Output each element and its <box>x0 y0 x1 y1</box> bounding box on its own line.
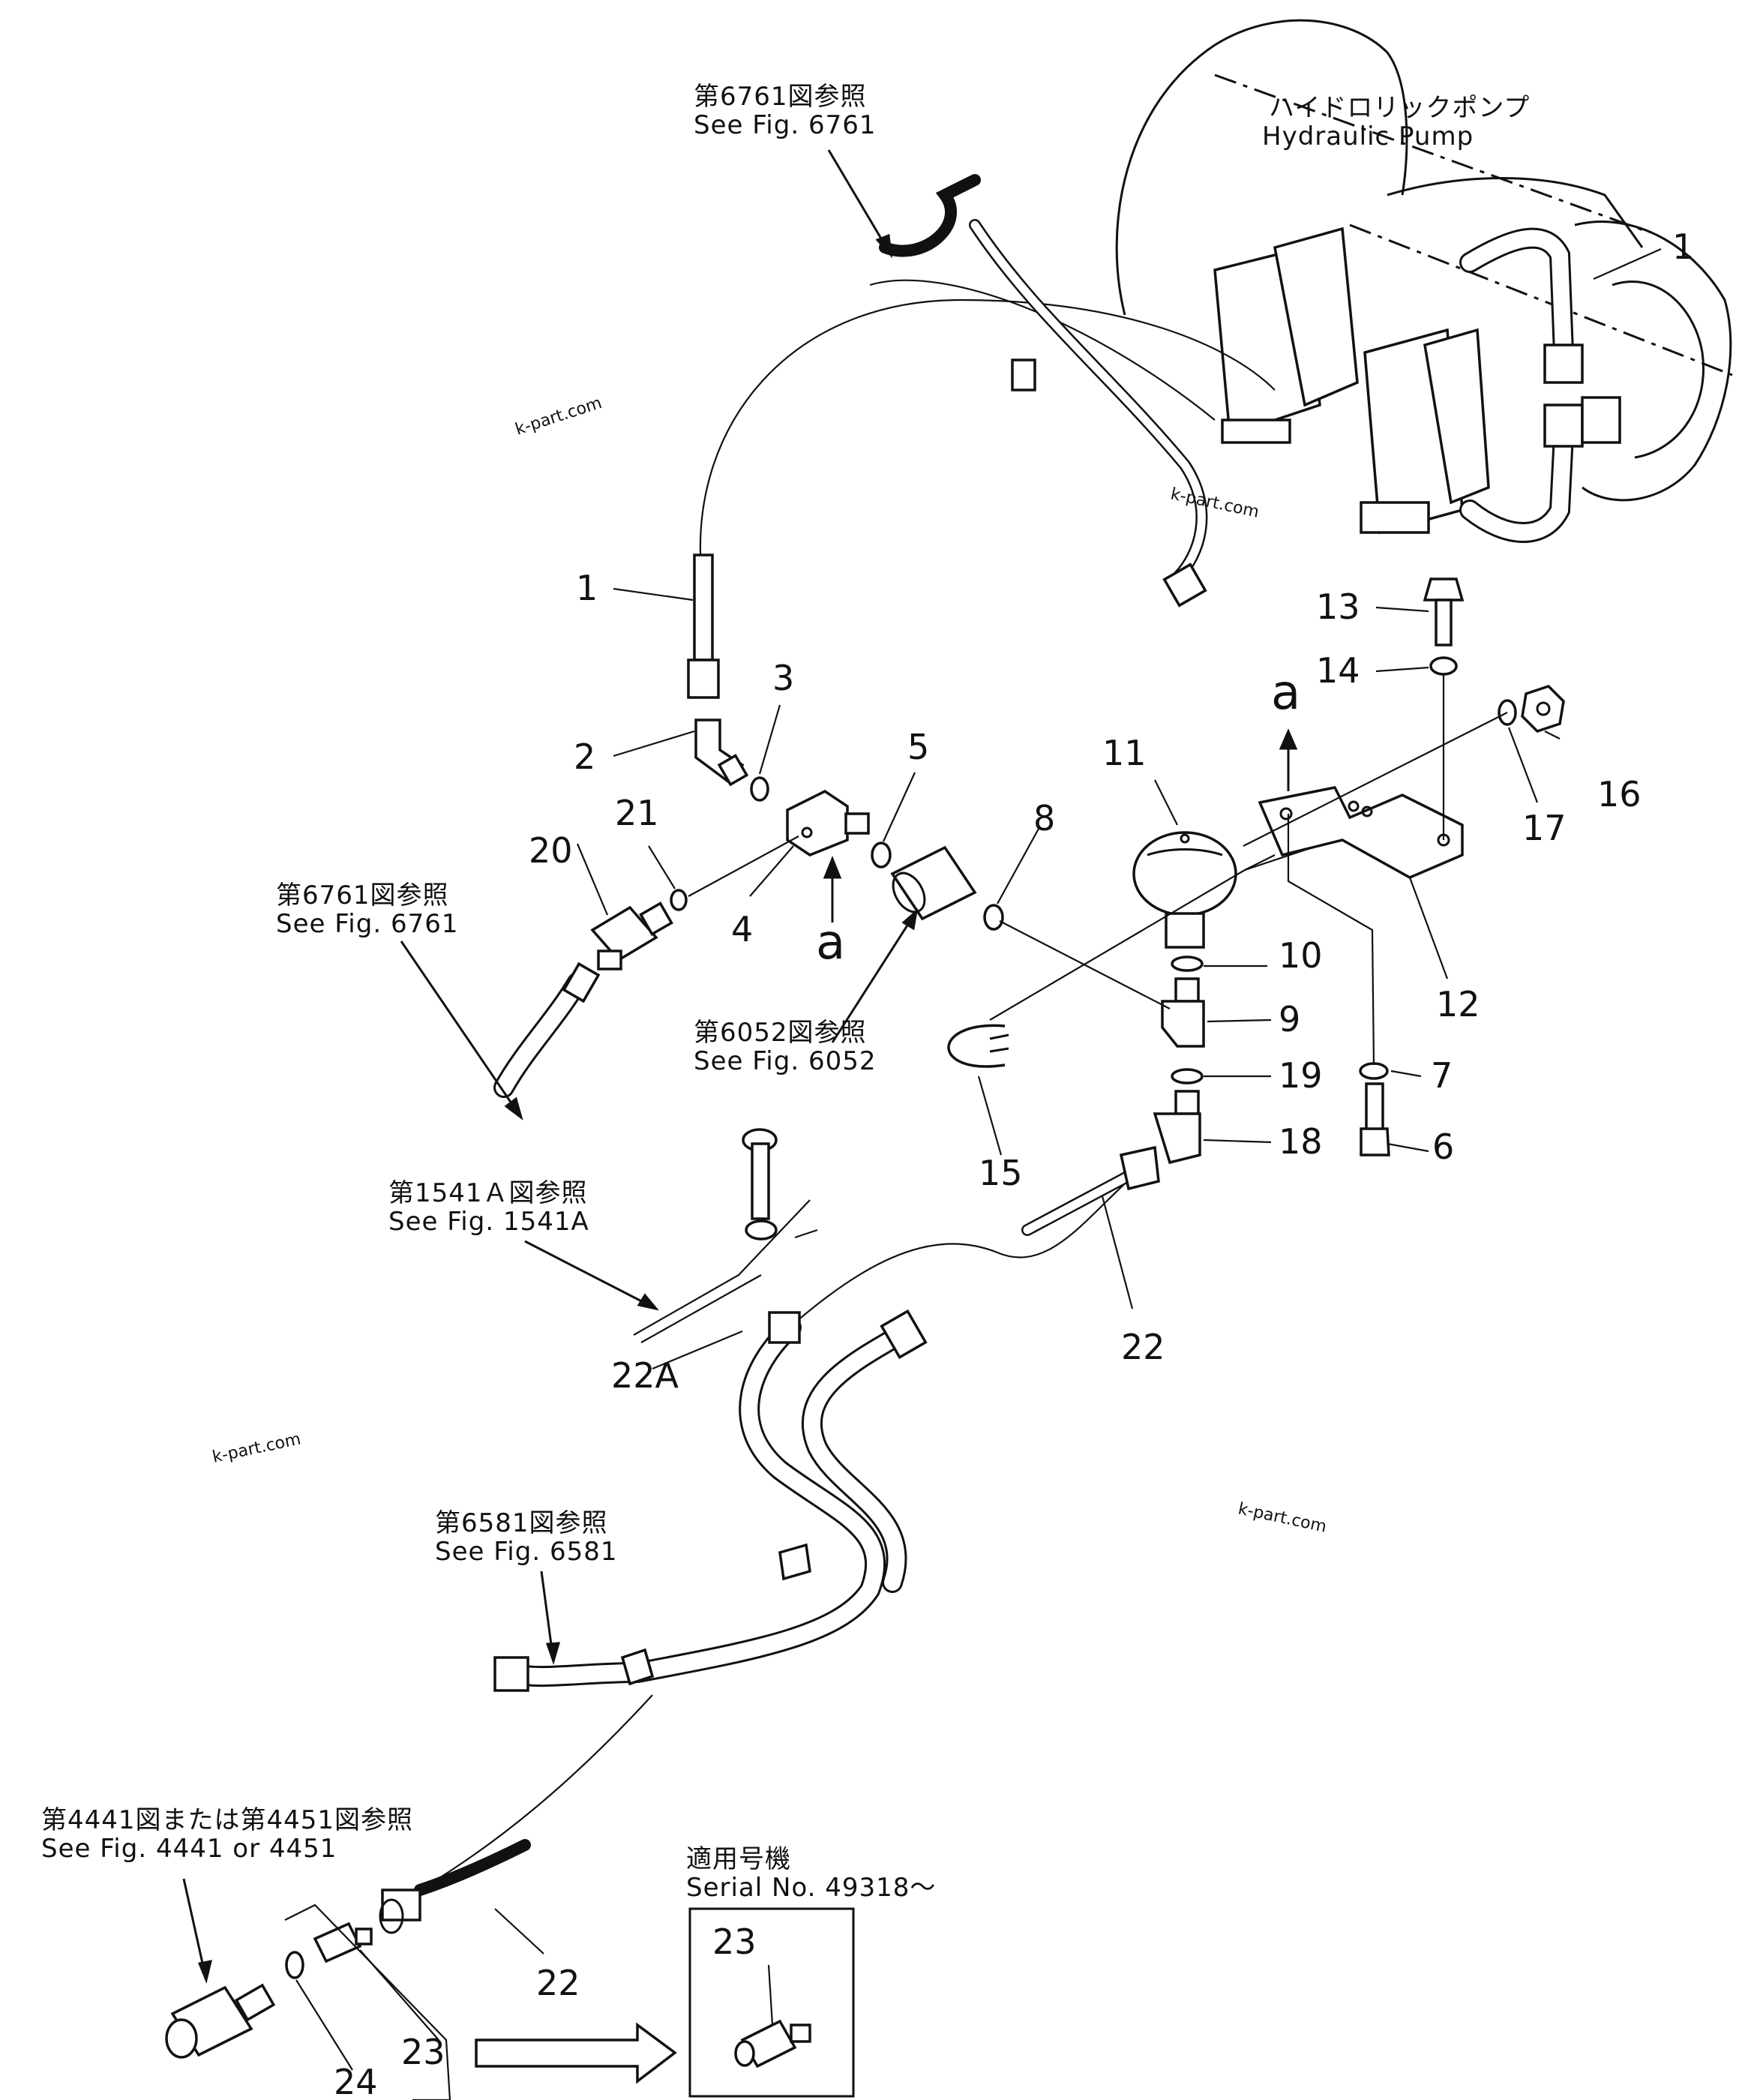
part-number-15: 15 <box>979 1153 1023 1193</box>
o-ring-icon <box>1171 956 1204 972</box>
bolt-icon <box>1423 578 1465 646</box>
bracket-icon <box>1258 786 1464 879</box>
switch-icon <box>165 1983 276 2059</box>
watermark: k-part.com <box>1169 484 1261 521</box>
part-number-17: 17 <box>1522 808 1567 848</box>
part-number-14: 14 <box>1316 650 1360 691</box>
part-leaders <box>295 248 1662 2071</box>
serial-label-jp: 適用号機 <box>686 1844 791 1874</box>
part-number-22a: 22A <box>611 1355 679 1396</box>
part-number-7: 7 <box>1431 1055 1453 1096</box>
view-letter-lower: a <box>816 915 845 970</box>
part-number-16: 16 <box>1597 774 1642 814</box>
part-number-23-low: 23 <box>401 2032 445 2072</box>
switch-icon <box>590 902 673 970</box>
o-ring-icon <box>670 889 688 911</box>
view-letter-upper: a <box>1271 665 1300 721</box>
part-number-10: 10 <box>1279 935 1323 976</box>
connector-icon <box>890 845 977 921</box>
ref-fig6761-left-jp: 第6761図参照 <box>276 880 449 910</box>
watermark: k-part.com <box>1237 1499 1328 1536</box>
part-number-4: 4 <box>731 909 753 950</box>
nut-icon <box>1521 684 1565 734</box>
part-number-18: 18 <box>1279 1121 1323 1162</box>
arrow-right-icon <box>475 2022 677 2084</box>
ref-fig6052-en: See Fig. 6052 <box>694 1046 876 1076</box>
ref-fig6761-top-en: See Fig. 6761 <box>694 110 876 140</box>
accumulator-icon <box>1132 831 1237 949</box>
part-number-2: 2 <box>574 736 595 777</box>
part-number-24: 24 <box>334 2062 378 2100</box>
part-number-9: 9 <box>1279 999 1300 1040</box>
pump-label-jp: ハイドロリックポンプ <box>1269 93 1530 123</box>
part-number-1-top: 1 <box>1672 226 1694 267</box>
ref-fig6581-en: See Fig. 6581 <box>435 1537 617 1567</box>
ref-fig6052-jp: 第6052図参照 <box>694 1018 867 1048</box>
part-number-6: 6 <box>1432 1126 1454 1167</box>
part-number-11: 11 <box>1102 733 1147 773</box>
o-ring-icon <box>285 1951 304 1979</box>
ref-fig6581-jp: 第6581図参照 <box>435 1508 608 1538</box>
elbow-fitting-icon <box>1161 977 1205 1048</box>
block-fitting-icon <box>786 789 870 856</box>
washer-icon <box>1429 656 1458 676</box>
serial-label-en: Serial No. 49318～ <box>686 1873 936 1903</box>
washer-icon <box>1359 1062 1389 1080</box>
part-number-13: 13 <box>1316 586 1360 627</box>
o-ring-icon <box>983 904 1004 931</box>
part-number-1-left: 1 <box>576 568 598 608</box>
ref-fig1541a-en: See Fig. 1541A <box>388 1207 589 1237</box>
part-number-8: 8 <box>1033 798 1055 838</box>
ref-fig4441-en: See Fig. 4441 or 4451 <box>41 1834 337 1864</box>
ref-fig1541a-jp: 第1541Ａ図参照 <box>388 1178 588 1208</box>
ref-fig4441-jp: 第4441図または第4451図参照 <box>41 1805 413 1835</box>
ref-fig6761-top-jp: 第6761図参照 <box>694 82 867 112</box>
part-number-12: 12 <box>1436 984 1480 1024</box>
bolt-icon <box>742 1128 778 1240</box>
hydraulic-pump-icon <box>1115 19 1733 543</box>
watermark: k-part.com <box>211 1430 302 1467</box>
bracket-outline <box>284 1904 451 2100</box>
part-number-23-box: 23 <box>712 1922 757 1962</box>
u-clip-icon <box>947 1024 1009 1068</box>
part-number-22-low: 22 <box>536 1963 580 2003</box>
o-ring-icon <box>750 776 769 802</box>
watermark: k-part.com <box>513 394 604 440</box>
reference-arrows <box>182 149 1298 1984</box>
leader-lines <box>688 675 1508 1066</box>
clamp-icon <box>633 1199 818 1343</box>
part-number-19: 19 <box>1279 1055 1323 1096</box>
elbow-fitting-icon <box>1153 1090 1201 1165</box>
o-ring-icon <box>871 842 892 868</box>
pump-label: ハイドロリックポンプ Hydraulic Pump <box>1262 93 1530 152</box>
hose-icon <box>493 962 601 1098</box>
switch-icon <box>313 1922 373 1964</box>
ref-fig6761-left-en: See Fig. 6761 <box>276 909 458 939</box>
bolt-icon <box>1360 1082 1390 1156</box>
part-number-3: 3 <box>772 658 794 698</box>
hose-icon <box>379 1145 1160 1934</box>
part-number-22-mid: 22 <box>1121 1327 1165 1367</box>
switch-icon <box>734 2019 811 2068</box>
serial-box <box>688 1907 855 2098</box>
o-ring-icon <box>1171 1068 1204 1084</box>
part-number-5: 5 <box>907 727 929 767</box>
pump-label-en: Hydraulic Pump <box>1262 122 1474 152</box>
part-number-21: 21 <box>615 793 659 833</box>
part-number-20: 20 <box>529 830 573 871</box>
hose-icon <box>687 174 1276 699</box>
elbow-fitting-icon <box>694 718 749 787</box>
